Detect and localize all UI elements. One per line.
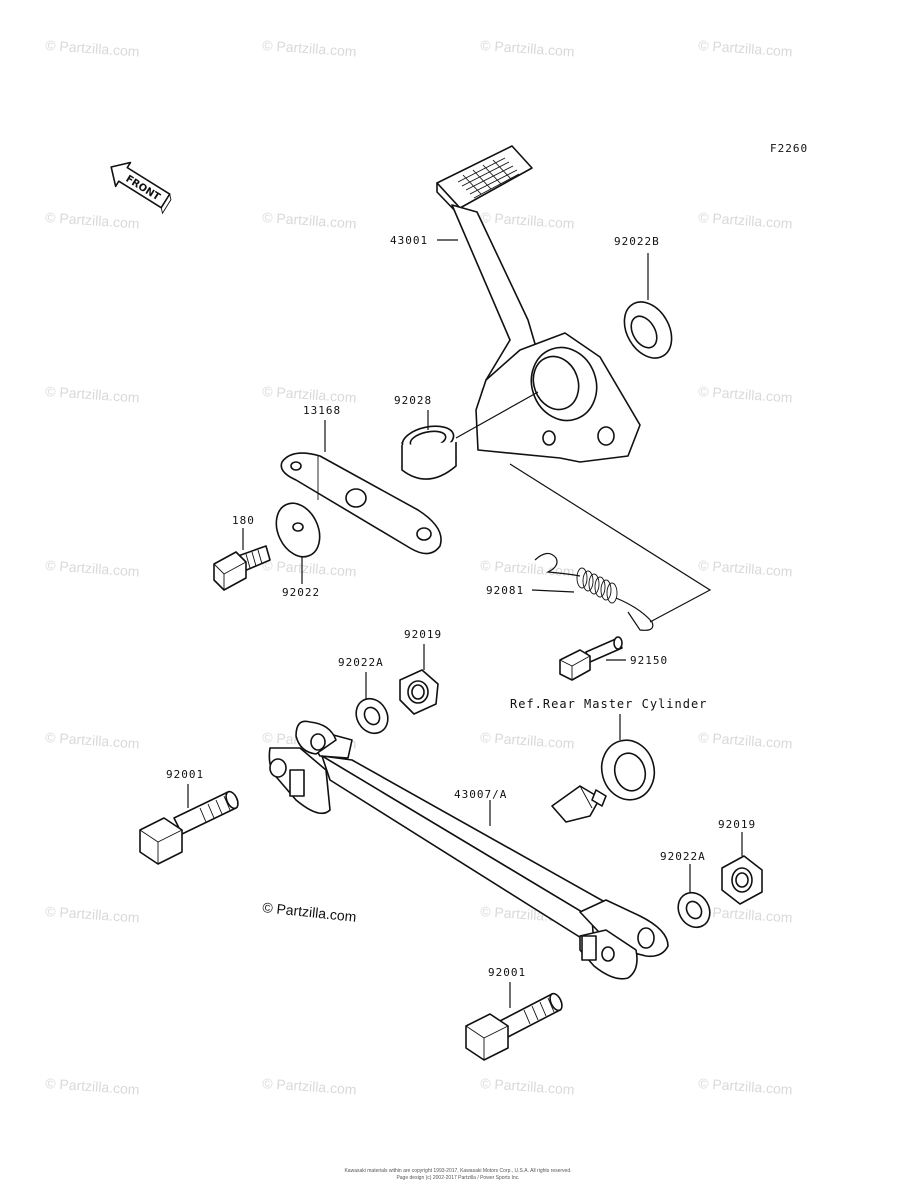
part-label-43001: 43001 [390,234,428,247]
bushing-92028[interactable] [400,422,457,480]
part-label-92022a-upper: 92022A [338,656,384,669]
part-label-92022: 92022 [282,586,320,599]
spring-92081[interactable] [534,552,654,631]
part-label-92019-lower: 92019 [718,818,756,831]
watermark: © Partzilla.com [698,37,793,60]
watermark: © Partzilla.com [480,37,575,60]
part-label-92001-bottom: 92001 [488,966,526,979]
watermark: © Partzilla.com [698,209,793,232]
watermark: © Partzilla.com [262,1075,357,1098]
washer-92022a-upper[interactable] [350,693,394,739]
watermark: © Partzilla.com [480,1075,575,1098]
nut-92019-lower[interactable] [721,855,763,905]
watermark: © Partzilla.com [698,383,793,406]
watermark: © Partzilla.com [480,209,575,232]
brake-pedal[interactable] [436,145,641,463]
part-label-92001-left: 92001 [166,768,204,781]
watermark: © Partzilla.com [698,729,793,752]
watermark: © Partzilla.com [45,1075,140,1098]
watermark: © Partzilla.com [45,37,140,60]
copyright-line-2: Page design (c) 2002-2017 Partzilla / Po… [396,1175,519,1181]
watermark-layer: © Partzilla.com © Partzilla.com © Partzi… [45,37,793,1098]
part-label-180: 180 [232,514,255,527]
watermark: © Partzilla.com [45,209,140,232]
part-label-43007a: 43007/A [454,788,507,801]
watermark: © Partzilla.com [480,557,575,580]
washer-92022[interactable] [268,496,328,564]
brake-rod-43007a[interactable] [268,720,669,980]
part-label-13168: 13168 [303,404,341,417]
washer-92022a-lower[interactable] [672,887,716,933]
part-label-92022b: 92022B [614,235,660,248]
bolt-92001-left[interactable] [139,790,240,865]
watermark: © Partzilla.com [262,383,357,406]
watermark: © Partzilla.com [698,1075,793,1098]
plate-13168[interactable] [280,452,442,555]
master-cylinder-reference [551,739,656,823]
bolt-92150[interactable] [559,636,623,681]
diagram-code: F2260 [770,142,808,155]
part-label-92028: 92028 [394,394,432,407]
reference-note: Ref.Rear Master Cylinder [510,697,707,711]
watermark: © Partzilla.com [262,557,357,580]
part-label-92019-upper: 92019 [404,628,442,641]
watermark: © Partzilla.com [262,209,357,232]
front-arrow-icon: FRONT [110,161,172,215]
part-label-92022a-lower: 92022A [660,850,706,863]
part-label-92081: 92081 [486,584,524,597]
watermark: © Partzilla.com [45,729,140,752]
bolt-92001-bottom[interactable] [465,992,564,1061]
washer-92022b[interactable] [615,294,681,367]
part-label-92150: 92150 [630,654,668,667]
bolt-180[interactable] [213,545,271,591]
copyright-line-1: Kawasaki materials within are copyright … [344,1168,571,1174]
watermark: © Partzilla.com [45,903,140,926]
watermark: © Partzilla.com [45,557,140,580]
watermark: © Partzilla.com [480,729,575,752]
partzilla-credit: © Partzilla.com [262,899,357,925]
watermark: © Partzilla.com [698,903,793,926]
watermark: © Partzilla.com [45,383,140,406]
watermark: © Partzilla.com [262,37,357,60]
watermark: © Partzilla.com [698,557,793,580]
nut-92019-upper[interactable] [399,669,439,715]
